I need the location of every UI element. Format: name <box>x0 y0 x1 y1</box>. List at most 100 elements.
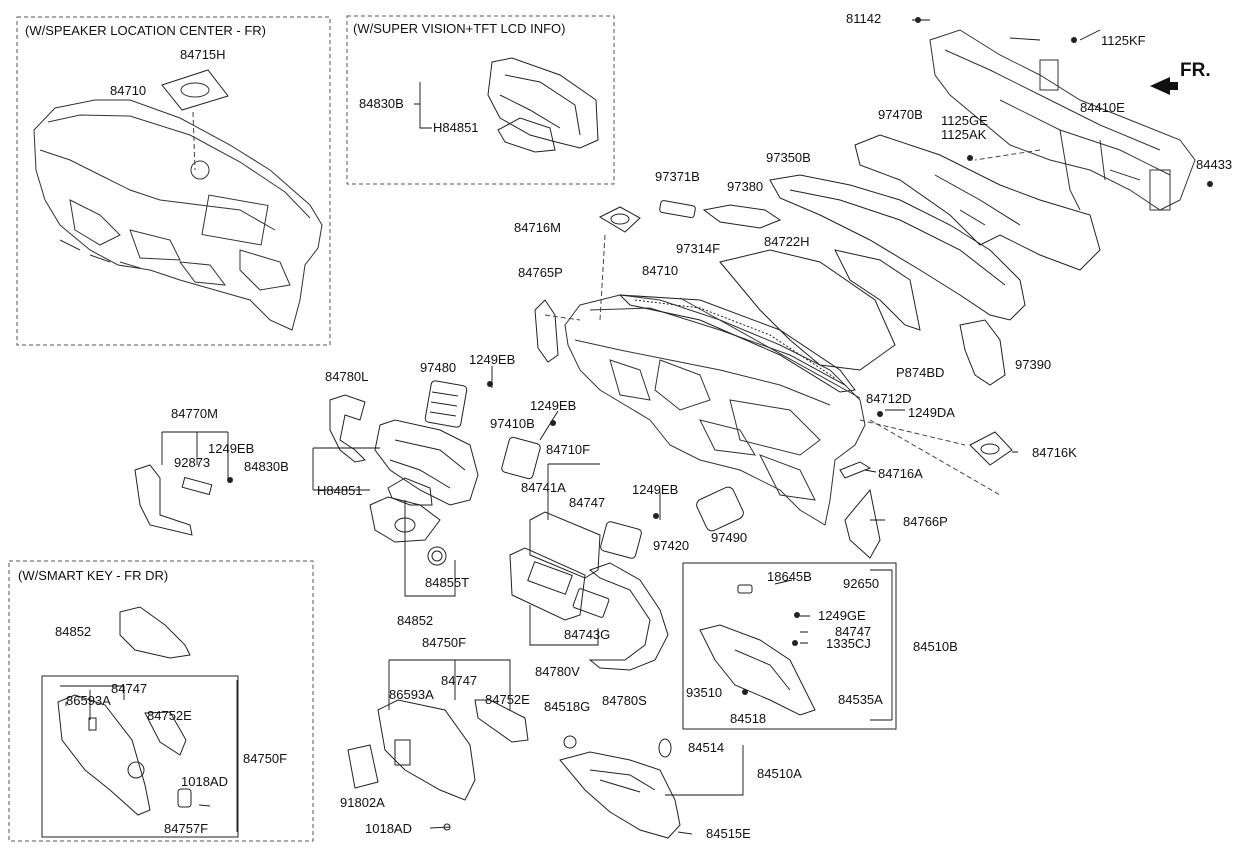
center-fascia-84741a <box>529 511 601 579</box>
part-label-84741a: 84741A <box>521 480 566 495</box>
part-label-92650: 92650 <box>843 576 880 591</box>
bracket-p874bd <box>834 249 921 331</box>
part-label-1249eb-a: 1249EB <box>469 352 516 367</box>
part-label-1249eb-c: 1249EB <box>208 441 255 456</box>
part-label-97420: 97420 <box>653 538 690 553</box>
lower-panel-84750f <box>377 699 476 801</box>
part-label-1249eb-d: 1249EB <box>632 482 679 497</box>
part-label-84710-main: 84710 <box>642 263 679 278</box>
part-label-1125kf: 1125KF <box>1101 33 1146 48</box>
part-label-84757f: 84757F <box>164 821 209 836</box>
part-label-97350b: 97350B <box>766 150 811 165</box>
cluster-fascia-super-vision <box>487 57 599 149</box>
front-direction-arrow <box>1150 77 1178 95</box>
ring-84855t <box>427 546 447 566</box>
part-label-84743g: 84743G <box>564 627 611 642</box>
cover-84716m <box>598 206 641 233</box>
part-label-92873: 92873 <box>174 455 211 470</box>
part-label-h84851-super: H84851 <box>433 120 479 135</box>
center-fascia-84780v <box>509 547 586 621</box>
vent-97490 <box>696 486 744 532</box>
part-label-84716m: 84716M <box>514 220 561 235</box>
option-box-smart-key <box>8 560 314 842</box>
cluster-cover-super-vision <box>497 117 556 153</box>
part-label-84770m: 84770M <box>171 406 218 421</box>
part-label-84852-smart-key: 84852 <box>55 624 92 639</box>
side-cover-84716a <box>839 461 872 479</box>
option-title-smart-key: (W/SMART KEY - FR DR) <box>18 568 169 583</box>
part-label-84433: 84433 <box>1196 157 1233 172</box>
part-label-97314f: 97314F <box>676 241 721 256</box>
part-label-18645b: 18645B <box>767 569 812 584</box>
side-panel-84765p <box>534 299 559 363</box>
vent-97371b <box>659 200 696 219</box>
part-label-97390: 97390 <box>1015 357 1052 372</box>
part-label-84722h: 84722H <box>764 234 810 249</box>
part-label-84750f: 84750F <box>422 635 467 650</box>
lower-panel-84750f-smart-key <box>57 694 151 816</box>
cover-91802a <box>347 744 379 789</box>
cap-84716k <box>969 431 1013 466</box>
part-label-84752e: 84752E <box>485 692 530 707</box>
part-label-97371b: 97371B <box>655 169 700 184</box>
part-label-1249ge: 1249GE <box>818 608 866 623</box>
defroster-duct-97350b <box>769 174 1026 321</box>
part-label-84515e: 84515E <box>706 826 751 841</box>
side-duct-97380 <box>702 204 782 229</box>
vent-97420 <box>600 521 642 559</box>
part-label-84752e-smart-key: 84752E <box>147 708 192 723</box>
shroud-84852 <box>369 496 441 543</box>
bracket-84752e <box>474 699 529 743</box>
switch-84743g <box>572 588 610 618</box>
speaker-grille-84715h <box>161 69 229 111</box>
garnish-84780s <box>588 562 669 671</box>
shroud-84852-smart-key <box>119 606 191 659</box>
part-label-86593a: 86593A <box>389 687 434 702</box>
part-label-84780v: 84780V <box>535 664 580 679</box>
part-label-84765p: 84765P <box>518 265 563 280</box>
part-label-84747-a: 84747 <box>569 495 606 510</box>
part-label-1335cj: 1335CJ <box>826 636 871 651</box>
part-label-84766p: 84766P <box>903 514 948 529</box>
cluster-cover-h84851 <box>387 477 433 506</box>
glove-box-84510a <box>559 751 681 839</box>
part-label-84535a: 84535A <box>838 692 883 707</box>
option-box-speaker <box>16 16 331 346</box>
part-label-97410b: 97410B <box>490 416 535 431</box>
part-label-84518g: 84518G <box>544 699 591 714</box>
bracket-84752e-smart-key <box>144 711 187 756</box>
part-label-84750f-smart-key: 84750F <box>243 751 288 766</box>
part-label-84747-c: 84747 <box>111 681 148 696</box>
damper-84518g <box>563 735 577 749</box>
part-label-84830b: 84830B <box>244 459 289 474</box>
part-label-p874bd: P874BD <box>896 365 945 380</box>
part-label-84780s: 84780S <box>602 693 647 708</box>
part-label-84747-b: 84747 <box>835 624 872 639</box>
crash-pad-speaker-variant <box>33 99 323 331</box>
part-label-1018ad: 1018AD <box>365 821 412 836</box>
crash-pad-main <box>564 294 866 526</box>
part-label-84510a: 84510A <box>757 766 802 781</box>
part-label-81142: 81142 <box>846 11 882 26</box>
pad-84722h <box>719 249 896 371</box>
part-label-84518: 84518 <box>730 711 767 726</box>
vent-97480 <box>424 380 468 428</box>
part-label-h84851: H84851 <box>317 483 363 498</box>
part-label-1125ak: 1125AK <box>941 127 987 142</box>
part-label-1018ad-smart-key: 1018AD <box>181 774 228 789</box>
duct-97390 <box>959 319 1006 386</box>
part-label-84855t: 84855T <box>425 575 470 590</box>
heater-duct-97470b <box>854 134 1101 271</box>
option-box-super-vision <box>346 15 615 185</box>
part-label-93510: 93510 <box>686 685 723 700</box>
option-title-super-vision: (W/SUPER VISION+TFT LCD INFO) <box>353 21 566 36</box>
part-label-91802a: 91802A <box>340 795 385 810</box>
panel-84770m <box>134 464 193 536</box>
option-title-speaker: (W/SPEAKER LOCATION CENTER - FR) <box>25 23 266 38</box>
vent-97410b <box>501 436 541 480</box>
part-label-97490: 97490 <box>711 530 748 545</box>
part-label-97380: 97380 <box>727 179 764 194</box>
glove-box-upper-84510b <box>699 624 816 716</box>
bracket-92873 <box>181 476 213 496</box>
